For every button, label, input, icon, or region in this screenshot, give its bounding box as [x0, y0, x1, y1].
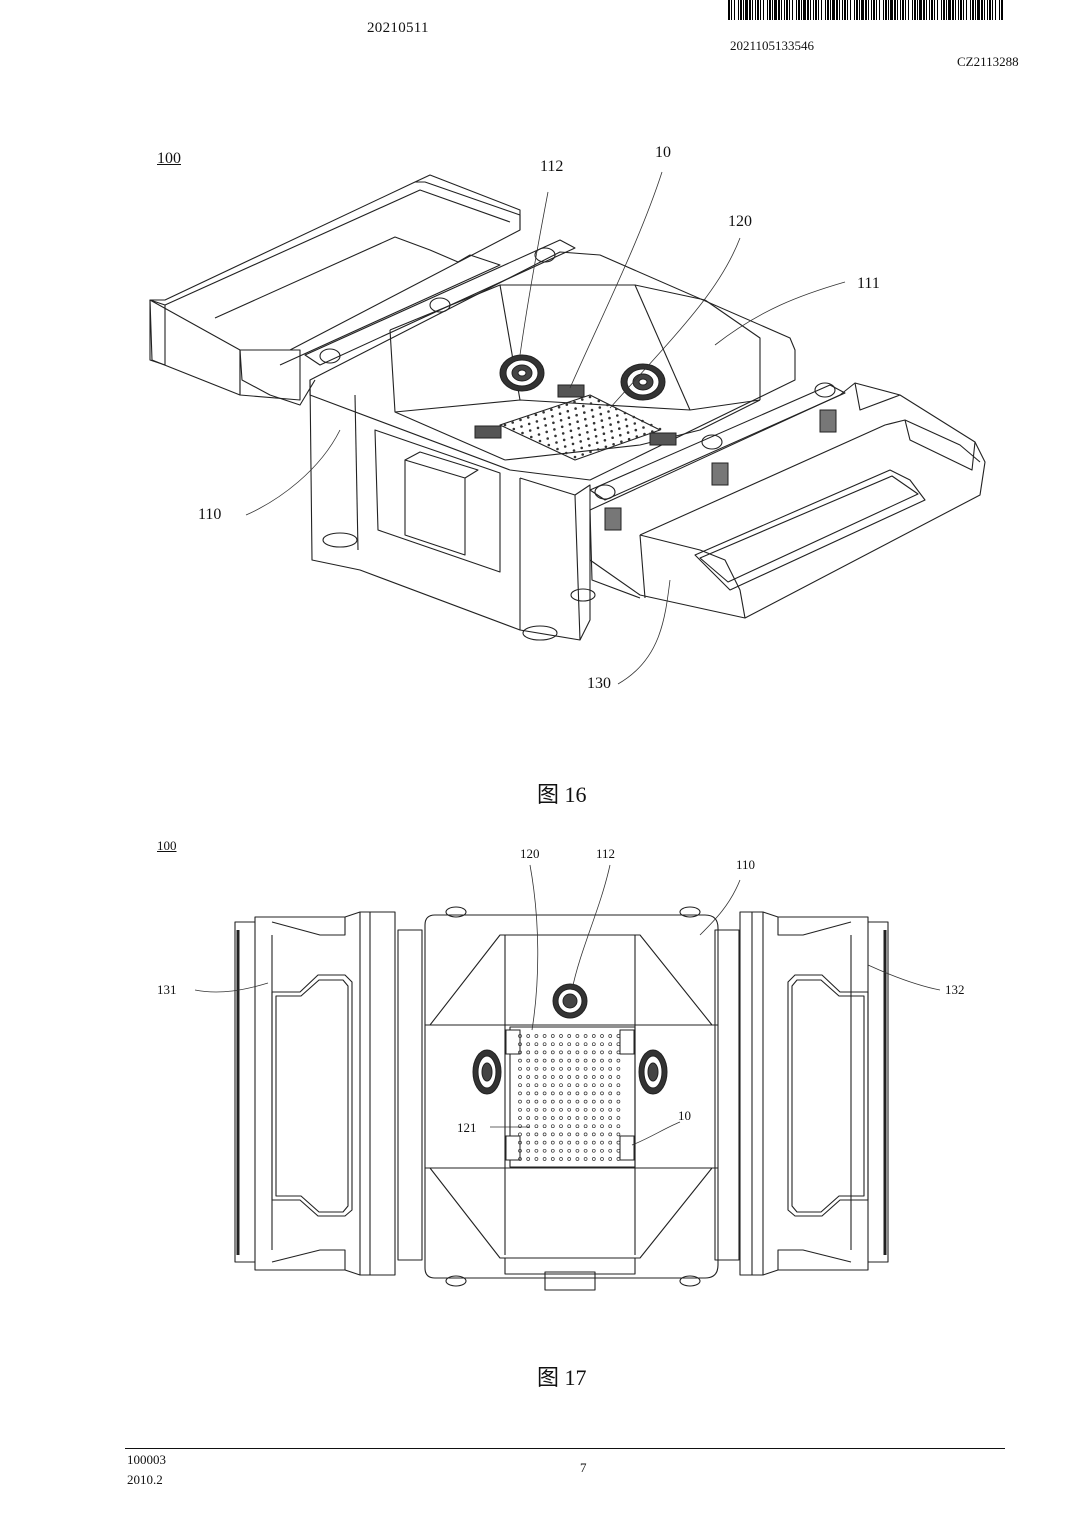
figure-16-drawing: [149, 171, 986, 685]
access-panel: [374, 429, 501, 573]
fig16-ref-112: 112: [540, 158, 564, 175]
fig17-ref-132: 132: [945, 982, 965, 997]
header-left-code: 20210511: [367, 20, 429, 36]
left-tray-top: [234, 911, 396, 1276]
main-body-outline: [424, 914, 719, 1279]
main-body-top: [309, 251, 796, 481]
footer-edition: 2010.2: [127, 1472, 163, 1487]
fig17-ref-121: 121: [457, 1120, 477, 1135]
right-hinge-rod: [589, 384, 846, 501]
left-hinge-rod: [304, 239, 576, 366]
main-body-front-left: [309, 379, 521, 631]
fig16-ref-10: 10: [655, 144, 671, 161]
fig17-ref-110: 110: [736, 857, 756, 872]
doc-code: CZ2113288: [957, 54, 1019, 69]
barcode: [728, 0, 1003, 20]
fig16-ref-100: 100: [157, 150, 181, 167]
fan-top-right: [638, 1049, 668, 1095]
fig17-ref-10: 10: [678, 1108, 691, 1123]
right-tray-top: [739, 911, 889, 1276]
page-number: 7: [580, 1460, 587, 1475]
figure-16-caption: 图 16: [537, 782, 587, 807]
fig17-ref-100: 100: [157, 838, 177, 853]
fan-top-left: [472, 1049, 502, 1095]
figure-17-caption: 图 17: [537, 1365, 587, 1390]
fig17-ref-120: 120: [520, 846, 540, 861]
perforated-plate-top: [509, 1026, 636, 1168]
fig16-ref-130: 130: [587, 675, 611, 692]
footer-rule: [125, 1448, 1005, 1449]
fig16-ref-111: 111: [857, 275, 880, 292]
fig16-ref-110: 110: [198, 506, 222, 523]
footer-form-code: 100003: [127, 1452, 166, 1467]
fig16-ref-120: 120: [728, 213, 752, 230]
fig17-ref-131: 131: [157, 982, 177, 997]
right-tray: [589, 382, 986, 619]
fan-top-center: [552, 983, 588, 1019]
fan-left: [499, 354, 545, 392]
fig17-ref-112: 112: [596, 846, 616, 861]
barcode-number: 2021105133546: [730, 38, 815, 53]
fan-right: [620, 363, 666, 401]
